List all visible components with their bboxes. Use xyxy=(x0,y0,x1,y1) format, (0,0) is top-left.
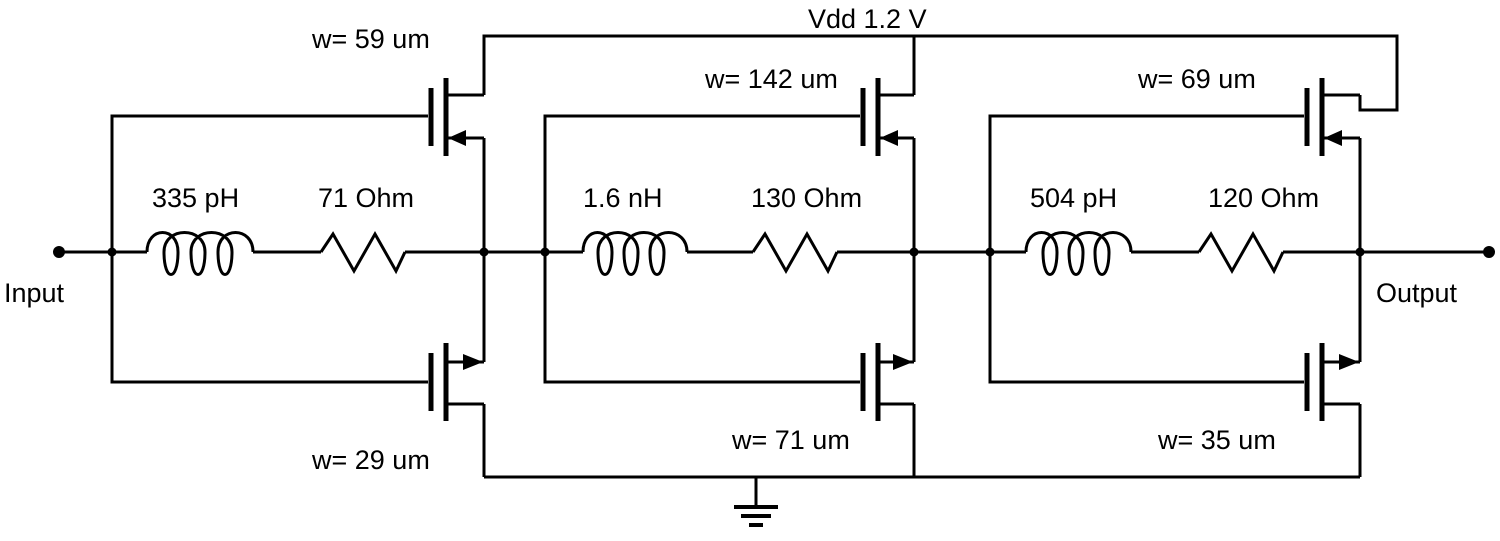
stage-2 xyxy=(540,78,919,477)
input-terminal-dot-icon[interactable] xyxy=(53,246,65,258)
vdd-label: Vdd 1.2 V xyxy=(808,4,927,34)
stage-2-resistor-label: 130 Ohm xyxy=(751,183,862,213)
inductor-icon xyxy=(1024,231,1133,276)
resistor-icon xyxy=(751,230,839,275)
stage-3-nmos-width-label: w= 35 um xyxy=(1157,425,1276,455)
stage-1-pmos-width-label: w= 59 um xyxy=(311,24,430,54)
nmos-transistor-icon xyxy=(1304,343,1360,421)
pmos-transistor-icon xyxy=(1304,78,1360,156)
resistor-icon xyxy=(1197,230,1285,275)
inductor-icon xyxy=(145,231,255,276)
stage-3-inductor-label: 504 pH xyxy=(1030,183,1117,213)
stage-2-inductor-label: 1.6 nH xyxy=(583,183,663,213)
stage-1 xyxy=(107,78,489,477)
nmos-transistor-icon xyxy=(860,343,914,421)
inductor-icon xyxy=(581,231,689,276)
stage-3-resistor-label: 120 Ohm xyxy=(1208,183,1319,213)
input-label: Input xyxy=(4,278,65,308)
stage-2-pmos-width-label: w= 142 um xyxy=(704,64,838,94)
stage-1-inductor-label: 335 pH xyxy=(152,183,239,213)
output-terminal-dot-icon[interactable] xyxy=(1483,246,1495,258)
nmos-transistor-icon xyxy=(428,343,484,421)
stage-3-pmos-width-label: w= 69 um xyxy=(1137,64,1256,94)
output-label: Output xyxy=(1376,278,1458,308)
stage-3 xyxy=(985,78,1365,477)
stage-2-nmos-width-label: w= 71 um xyxy=(731,425,850,455)
stage-1-resistor-label: 71 Ohm xyxy=(318,183,414,213)
vdd-rail xyxy=(482,34,1399,112)
pmos-transistor-icon xyxy=(428,78,484,156)
stage-1-nmos-width-label: w= 29 um xyxy=(311,445,430,475)
resistor-icon xyxy=(319,230,407,275)
ground-icon xyxy=(734,477,778,527)
pmos-transistor-icon xyxy=(860,78,914,156)
